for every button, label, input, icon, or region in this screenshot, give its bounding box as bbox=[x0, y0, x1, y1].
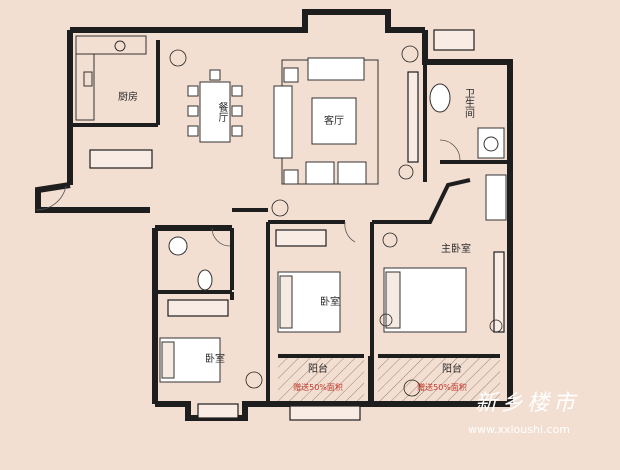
small-bath-fixtures bbox=[168, 236, 213, 291]
label-living: 客厅 bbox=[324, 114, 344, 127]
dining-table bbox=[187, 69, 243, 143]
label-bathroom: 卫生间 bbox=[463, 88, 475, 119]
balcony-left-area bbox=[278, 356, 364, 402]
label-balcony-left: 阳台 bbox=[308, 362, 328, 375]
label-bedroom-left: 卧室 bbox=[205, 352, 225, 365]
windows bbox=[89, 29, 505, 421]
label-kitchen: 厨房 bbox=[118, 90, 138, 103]
door-swings bbox=[35, 139, 461, 247]
walls bbox=[35, 9, 513, 421]
label-master-bedroom: 主卧室 bbox=[441, 242, 471, 255]
watermark-brand: 新乡楼市 bbox=[475, 391, 579, 416]
watermark-url: www.xxloushi.com bbox=[468, 423, 570, 436]
note-balcony-left: 赠送50%面积 bbox=[293, 382, 343, 392]
label-balcony-right: 阳台 bbox=[442, 362, 462, 375]
sofa-set bbox=[273, 57, 379, 185]
inner-walls bbox=[70, 40, 510, 404]
balcony-right-area bbox=[378, 356, 500, 402]
beds bbox=[159, 267, 467, 383]
label-bedroom-middle: 卧室 bbox=[320, 295, 340, 308]
bathroom-fixtures bbox=[429, 83, 507, 221]
plants bbox=[169, 45, 503, 397]
kitchen-counter bbox=[75, 35, 147, 121]
note-balcony-right: 赠送50%面积 bbox=[417, 382, 467, 392]
